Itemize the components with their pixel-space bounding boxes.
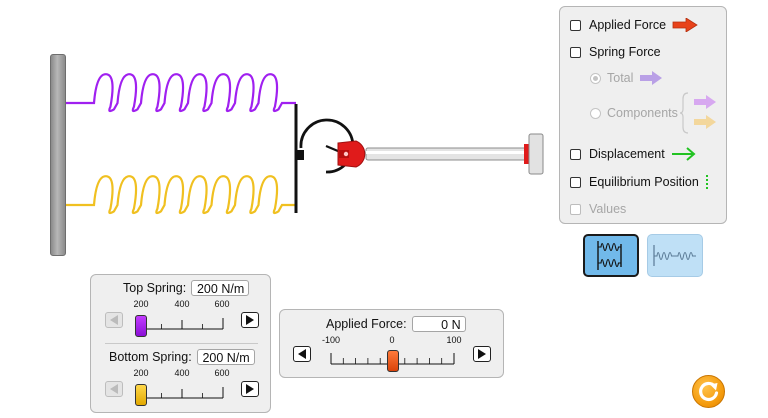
equilibrium-position-label: Equilibrium Position: [589, 175, 699, 189]
radio-circle[interactable]: [590, 72, 601, 84]
series-springs-button[interactable]: [647, 234, 703, 277]
top-spring-tick-mid: 400: [174, 299, 190, 309]
applied-force-checkbox[interactable]: Applied Force: [570, 15, 698, 35]
applied-force-decrease-button[interactable]: [293, 346, 311, 362]
values-label: Values: [589, 202, 627, 216]
bottom-spring-value: 200 N/m: [196, 349, 255, 365]
right-arrow-icon: [246, 315, 254, 325]
top-spring-tick-min: 200: [133, 299, 149, 309]
radio-circle[interactable]: [590, 107, 601, 119]
applied-force-slider-thumb[interactable]: [386, 350, 399, 372]
bottom-spring-tick-min: 200: [133, 368, 149, 378]
robot-arm: [337, 133, 544, 175]
applied-force-arrow-icon: [672, 18, 698, 32]
bottom-spring-decrease-button[interactable]: [105, 381, 123, 397]
bottom-spring-slider-track[interactable]: [133, 379, 233, 401]
applied-force-value: 0 N: [411, 316, 466, 332]
checkbox-box[interactable]: [570, 203, 581, 215]
top-spring-increase-button[interactable]: [241, 312, 259, 328]
components-label: Components: [607, 106, 678, 120]
bottom-spring: [66, 175, 296, 215]
bottom-spring-slider-thumb[interactable]: [135, 384, 147, 406]
checkbox-box[interactable]: [570, 19, 581, 31]
left-arrow-icon: [298, 349, 306, 359]
spring-constant-panel: Top Spring: 200 N/m 200 400 600 Bottom S…: [90, 274, 271, 413]
top-spring-control-title: Top Spring: 200 N/m: [123, 280, 250, 296]
right-arrow-icon: [246, 384, 254, 394]
applied-force-control-label: Applied Force:: [326, 317, 407, 331]
right-arrow-icon: [478, 349, 486, 359]
values-checkbox[interactable]: Values: [570, 199, 626, 219]
checkbox-box[interactable]: [570, 176, 581, 188]
parallel-springs-button[interactable]: [583, 234, 639, 277]
applied-force-tick-max: 100: [446, 335, 462, 345]
bottom-spring-label: Bottom Spring:: [109, 350, 192, 364]
equilibrium-position-checkbox[interactable]: Equilibrium Position: [570, 172, 711, 192]
bottom-spring-control-title: Bottom Spring: 200 N/m: [109, 349, 255, 365]
bottom-spring-tick-max: 600: [214, 368, 230, 378]
panel-divider: [105, 343, 258, 344]
total-label: Total: [607, 71, 634, 85]
wall: [50, 54, 66, 256]
parallel-springs-icon: [597, 241, 622, 270]
checkbox-box[interactable]: [570, 148, 581, 160]
components-arrows-icon: [680, 92, 716, 134]
total-force-arrow-icon: [640, 71, 663, 85]
displacement-checkbox[interactable]: Displacement: [570, 144, 697, 164]
reset-icon: [699, 381, 719, 402]
top-spring-slider-track[interactable]: [133, 310, 233, 332]
checkbox-box[interactable]: [570, 46, 581, 58]
left-arrow-icon: [110, 384, 118, 394]
top-spring-value: 200 N/m: [191, 280, 250, 296]
top-spring: [66, 73, 296, 113]
bottom-spring-increase-button[interactable]: [241, 381, 259, 397]
applied-force-label: Applied Force: [589, 18, 667, 32]
applied-force-panel: Applied Force: 0 N -100 0 100: [279, 309, 504, 378]
displacement-label: Displacement: [589, 147, 665, 161]
bottom-spring-tick-mid: 400: [174, 368, 190, 378]
top-spring-slider-thumb[interactable]: [135, 315, 147, 337]
spring-scene: [66, 73, 544, 215]
spring-force-checkbox[interactable]: Spring Force: [570, 42, 661, 62]
components-radio[interactable]: Components: [590, 103, 678, 123]
applied-force-increase-button[interactable]: [473, 346, 491, 362]
top-spring-decrease-button[interactable]: [105, 312, 123, 328]
displacement-arrow-icon: [671, 147, 696, 161]
applied-force-tick-mid: 0: [389, 335, 395, 345]
visibility-panel: Applied Force Spring Force Total Compone…: [559, 6, 727, 224]
equilibrium-marker-icon: [705, 175, 708, 189]
series-springs-icon: [653, 245, 696, 266]
applied-force-tick-min: -100: [321, 335, 341, 345]
left-arrow-icon: [110, 315, 118, 325]
top-spring-tick-max: 600: [214, 299, 230, 309]
total-radio[interactable]: Total: [590, 68, 663, 88]
top-spring-label: Top Spring:: [123, 281, 187, 295]
spring-force-label: Spring Force: [589, 45, 661, 59]
reset-all-button[interactable]: [692, 375, 725, 408]
applied-force-control-title: Applied Force: 0 N: [326, 316, 466, 332]
